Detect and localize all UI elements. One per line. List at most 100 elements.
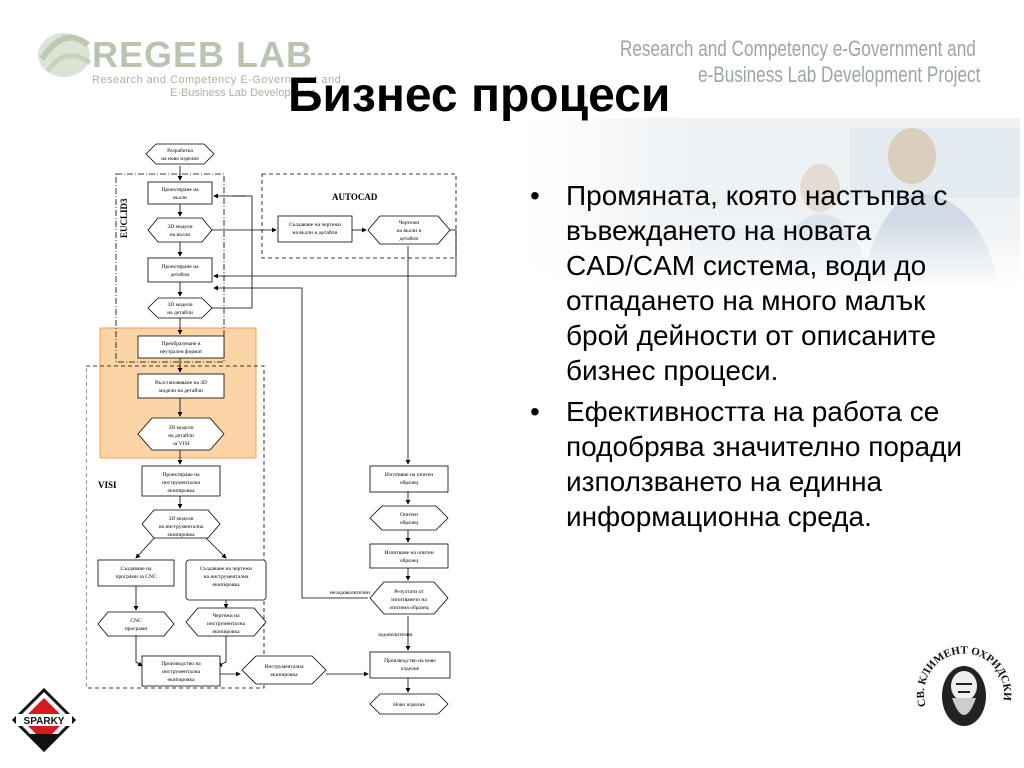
node-design-shafts: Проектиране на вълли xyxy=(147,181,213,205)
svg-text:на инструментална: на инструментална xyxy=(204,574,249,580)
svg-text:Създаване на чертежи: Създаване на чертежи xyxy=(289,222,341,228)
visi-label: VISI xyxy=(98,480,117,490)
node-design-details: Проектиране на детайли xyxy=(147,257,213,283)
svg-text:Инструментална: Инструментална xyxy=(264,664,304,670)
autocad-group-box xyxy=(261,173,457,259)
svg-text:инструментална: инструментална xyxy=(162,669,201,675)
svg-text:Ново изделие: Ново изделие xyxy=(393,702,425,708)
node-make-test-sample: Изготвяне на опитен образец xyxy=(369,465,449,493)
regeb-lab-subtitle: Research and Competency E-Government and xyxy=(92,74,342,86)
svg-text:Резултати от: Резултати от xyxy=(394,589,424,595)
business-process-flowchart: EUCLID3 AUTOCAD VISI xyxy=(86,143,457,715)
svg-text:изделие: изделие xyxy=(401,666,420,672)
svg-text:на ново изделие: на ново изделие xyxy=(161,156,199,162)
euclid-label: EUCLID3 xyxy=(119,198,129,238)
svg-text:Производство на ново: Производство на ново xyxy=(384,658,436,664)
svg-text:детайли: детайли xyxy=(400,235,419,242)
svg-text:CNC: CNC xyxy=(130,618,142,624)
bullet-item: • Ефективността на работа се подобрява зн… xyxy=(520,394,970,534)
svg-text:програми за CNC: програми за CNC xyxy=(116,574,157,580)
svg-text:вълли: вълли xyxy=(173,195,187,201)
regeb-lab-subtitle-2: E-Business Lab Development xyxy=(170,87,315,99)
background-office-photo xyxy=(520,118,1020,288)
label-unsatisfactory: незадоволителни xyxy=(330,590,370,596)
svg-text:Проектиране на: Проектиране на xyxy=(161,264,199,270)
visi-group-box xyxy=(86,365,265,689)
svg-text:инструментална: инструментална xyxy=(207,621,246,627)
svg-text:на инструментална: на инструментална xyxy=(159,524,204,530)
svg-text:Изпитване на опитен: Изпитване на опитен xyxy=(384,550,433,556)
node-produce-tooling: Производство на инструментална екипировк… xyxy=(141,655,221,687)
node-restore-3d-models: Възстановяване на 3D модели на детайли xyxy=(137,373,225,399)
node-new-product: Ново изделие xyxy=(369,693,449,715)
node-test-results: Резултати от изпитването на опитния обра… xyxy=(369,581,449,615)
project-title-line-1: Research and Competency e-Government and xyxy=(620,36,976,61)
sparky-logo-text: SPARKY xyxy=(24,716,65,727)
regeb-lab-logo xyxy=(38,33,92,77)
node-create-drawings: Създаване на чертежи на вълли и детайли xyxy=(277,215,353,243)
svg-text:Изготвяне на опитен: Изготвяне на опитен xyxy=(385,472,433,478)
svg-text:детайли: детайли xyxy=(171,271,190,278)
svg-text:опитния образец: опитния образец xyxy=(389,604,428,611)
node-tooling-drawings: Чертежи на инструментална екипировка xyxy=(185,607,267,637)
svg-text:образец: образец xyxy=(400,557,418,564)
node-3d-models-shafts: 3D модели на вълли xyxy=(147,217,213,243)
svg-text:екипировка: екипировка xyxy=(167,488,195,494)
node-3d-models-visi: 3D модели на детайли за VISI xyxy=(137,417,225,451)
node-drawings: Чертежи на вълли и детайли xyxy=(367,215,451,245)
label-satisfactory: задоволителни xyxy=(378,632,413,638)
node-design-tooling: Проектиране на инструментална екипировка xyxy=(141,465,221,497)
node-3d-models-details: 3D модели на детайли xyxy=(147,297,213,319)
slide-title: Бизнес процеси xyxy=(288,69,671,122)
svg-text:програми: програми xyxy=(125,626,147,632)
svg-text:екипировка: екипировка xyxy=(270,672,298,678)
svg-text:на детайли: на детайли xyxy=(168,432,194,439)
node-create-tooling-drawings: Създаване на чертежи на инструментална е… xyxy=(185,559,267,601)
svg-text:образец: образец xyxy=(400,479,418,486)
svg-text:за VISI: за VISI xyxy=(173,441,190,447)
node-tooling: Инструментална екипировка xyxy=(241,655,327,685)
svg-text:3D модели: 3D модели xyxy=(167,302,192,308)
bullet-text: Промяната, която настъпва с въвеждането … xyxy=(566,180,948,386)
svg-text:Възстановяване на 3D: Възстановяване на 3D xyxy=(155,380,207,386)
svg-text:Проектиране на: Проектиране на xyxy=(161,187,199,193)
node-convert-neutral-format: Преобразуване в неутрален формат xyxy=(137,335,225,359)
project-title-line-2: e-Business Lab Development Project xyxy=(698,62,981,87)
autocad-label: AUTOCAD xyxy=(332,192,378,202)
svg-text:екипировка: екипировка xyxy=(212,629,240,635)
svg-text:на вълли: на вълли xyxy=(170,232,191,238)
bullet-item: • Промяната, която настъпва с въвеждането… xyxy=(520,178,970,388)
node-new-product-development: Разработка на ново изделие xyxy=(145,143,215,165)
svg-text:Производство на: Производство на xyxy=(161,661,201,667)
svg-text:Преобразуване в: Преобразуване в xyxy=(161,340,200,347)
node-test-sample: Опитен образец xyxy=(369,505,449,531)
svg-text:на вълли и детайли: на вълли и детайли xyxy=(293,229,338,236)
svg-text:модели на детайли: модели на детайли xyxy=(159,387,203,394)
svg-text:изпитването на: изпитването на xyxy=(391,597,427,603)
svg-text:на вълли и: на вълли и xyxy=(397,228,422,234)
university-seal-logo: СВ. КЛИМЕНТ ОХРИДСКИ xyxy=(915,644,1013,726)
svg-text:Чертежи: Чертежи xyxy=(399,220,419,226)
svg-text:неутрален формат: неутрален формат xyxy=(160,348,203,355)
sparky-logo: SPARKY xyxy=(12,688,76,752)
node-create-cnc-programs: Създаване на програми за CNC xyxy=(97,559,175,587)
svg-text:инструментална: инструментална xyxy=(162,480,201,486)
svg-text:Чертежи на: Чертежи на xyxy=(212,613,240,619)
regeb-lab-logo-text: REGEB LAB xyxy=(92,34,314,75)
svg-text:екипировка: екипировка xyxy=(167,677,195,683)
node-testing: Изпитване на опитен образец xyxy=(369,543,449,569)
bullet-dot: • xyxy=(530,396,540,427)
svg-text:3D модели: 3D модели xyxy=(167,224,192,230)
node-3d-models-tooling: 3D модели на инструментална екипировка xyxy=(141,509,221,539)
node-produce-new-product: Производство на ново изделие xyxy=(369,651,451,679)
bullet-list: • Промяната, която настъпва с въвеждането… xyxy=(520,178,970,540)
svg-text:на детайли: на детайли xyxy=(167,309,193,316)
svg-text:Създаване на: Създаване на xyxy=(121,566,152,572)
svg-text:образец: образец xyxy=(400,519,418,526)
svg-text:Опитен: Опитен xyxy=(400,512,418,518)
euclid-group-box xyxy=(115,173,225,363)
bullet-text: Ефективността на работа се подобрява зна… xyxy=(566,396,963,532)
svg-text:екипировка: екипировка xyxy=(167,532,195,538)
bullet-dot: • xyxy=(530,180,540,211)
node-cnc-programs: CNC програми xyxy=(97,611,175,637)
